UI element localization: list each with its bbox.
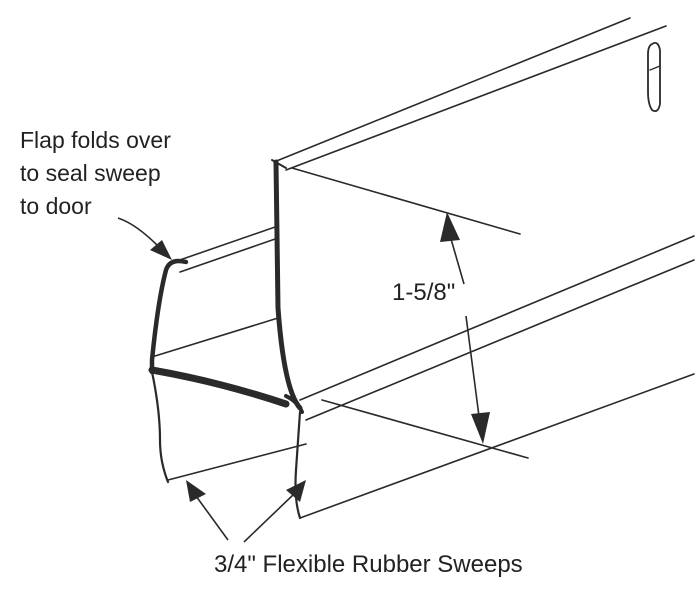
flap-annotation-line-3: to door [20,193,92,219]
flap-curl [149,258,189,375]
sweeps-caption: 3/4" Flexible Rubber Sweeps [214,551,523,578]
sweep-leader-right [243,493,295,543]
back-wall-cap [271,159,287,169]
sweep-leader-right-arrowhead [286,480,306,502]
sweep-front-bottom-edge [299,373,695,519]
back-wall [273,159,303,411]
top-edge-back [273,17,631,163]
flap-leader-arrowhead [150,240,172,260]
flap-annotation-line-1: Flap folds over [20,127,171,153]
top-edge-front [285,25,667,171]
flap-annotation: Flap folds over to seal sweep to door [20,126,171,225]
dimension-extension-top [291,167,521,235]
dimension-shaft-bottom [465,315,481,425]
mounting-slot [647,41,661,113]
flap-annotation-line-2: to seal sweep [20,160,161,186]
web-corner [284,394,304,414]
body-middle-edge [299,235,695,401]
sweep-front [294,410,302,520]
flap-top-edge [173,225,279,263]
sweep-back-bottom-edge [167,443,307,481]
channel-inner-line [154,317,279,357]
sweep-back [150,370,170,484]
body-lower-edge [305,259,695,421]
height-dimension-label: 1-5/8" [392,279,456,306]
sweep-leader-left [195,495,229,541]
flap-top-edge-inner [179,237,279,273]
dimension-arrowhead-top [440,212,460,242]
mounting-slot-inner [649,65,661,71]
dimension-extension-bottom [321,399,529,459]
dimension-arrowhead-bottom [471,412,490,444]
flap-leader-line [117,217,159,247]
sweep-leader-left-arrowhead [186,480,206,502]
center-web [148,366,290,408]
